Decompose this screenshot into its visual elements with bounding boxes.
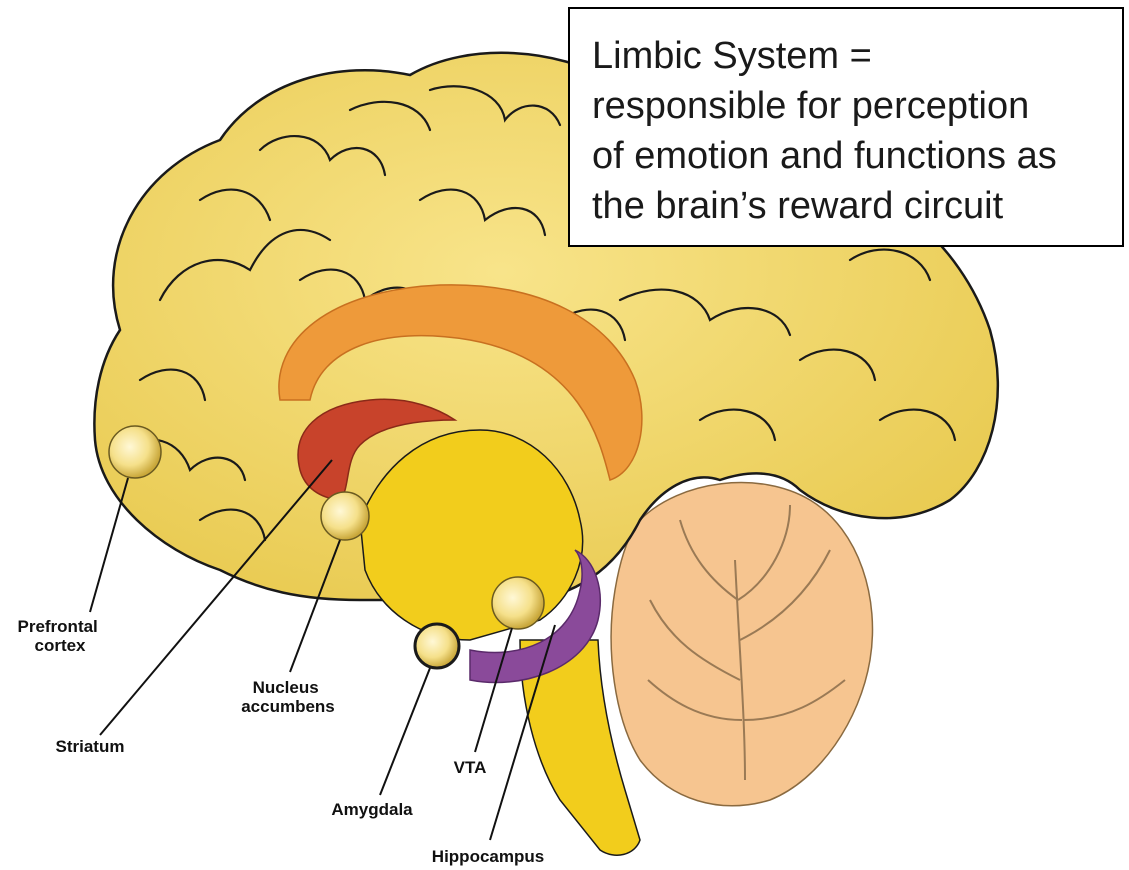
label-hippocampus: Hippocampus — [432, 847, 544, 866]
label-prefrontal-cortex: Prefrontal cortex — [17, 617, 102, 655]
callout-line-3: of emotion and functions as — [592, 131, 1122, 181]
prefrontal-cortex-leader — [90, 478, 128, 612]
label-nucleus-accumbens-line1: Nucleus — [253, 678, 319, 697]
nucleus-accumbens-marker — [321, 492, 369, 540]
label-nucleus-accumbens-line2: accumbens — [241, 697, 335, 716]
prefrontal-cortex-marker — [109, 426, 161, 478]
label-amygdala: Amygdala — [331, 800, 413, 819]
limbic-system-callout: Limbic System = responsible for percepti… — [568, 7, 1124, 247]
vta-marker — [492, 577, 544, 629]
label-prefrontal-cortex-line1: Prefrontal — [17, 617, 97, 636]
label-nucleus-accumbens: Nucleus accumbens — [241, 678, 335, 716]
label-vta: VTA — [454, 758, 487, 777]
callout-line-1: Limbic System = — [592, 31, 1122, 81]
vta-leader — [475, 628, 512, 752]
callout-line-4: the brain’s reward circuit — [592, 181, 1122, 231]
label-striatum: Striatum — [56, 737, 125, 756]
amygdala-leader — [380, 668, 430, 795]
cerebellum — [611, 483, 872, 806]
label-prefrontal-cortex-line2: cortex — [34, 636, 86, 655]
callout-line-2: responsible for perception — [592, 81, 1122, 131]
amygdala-marker — [415, 624, 459, 668]
